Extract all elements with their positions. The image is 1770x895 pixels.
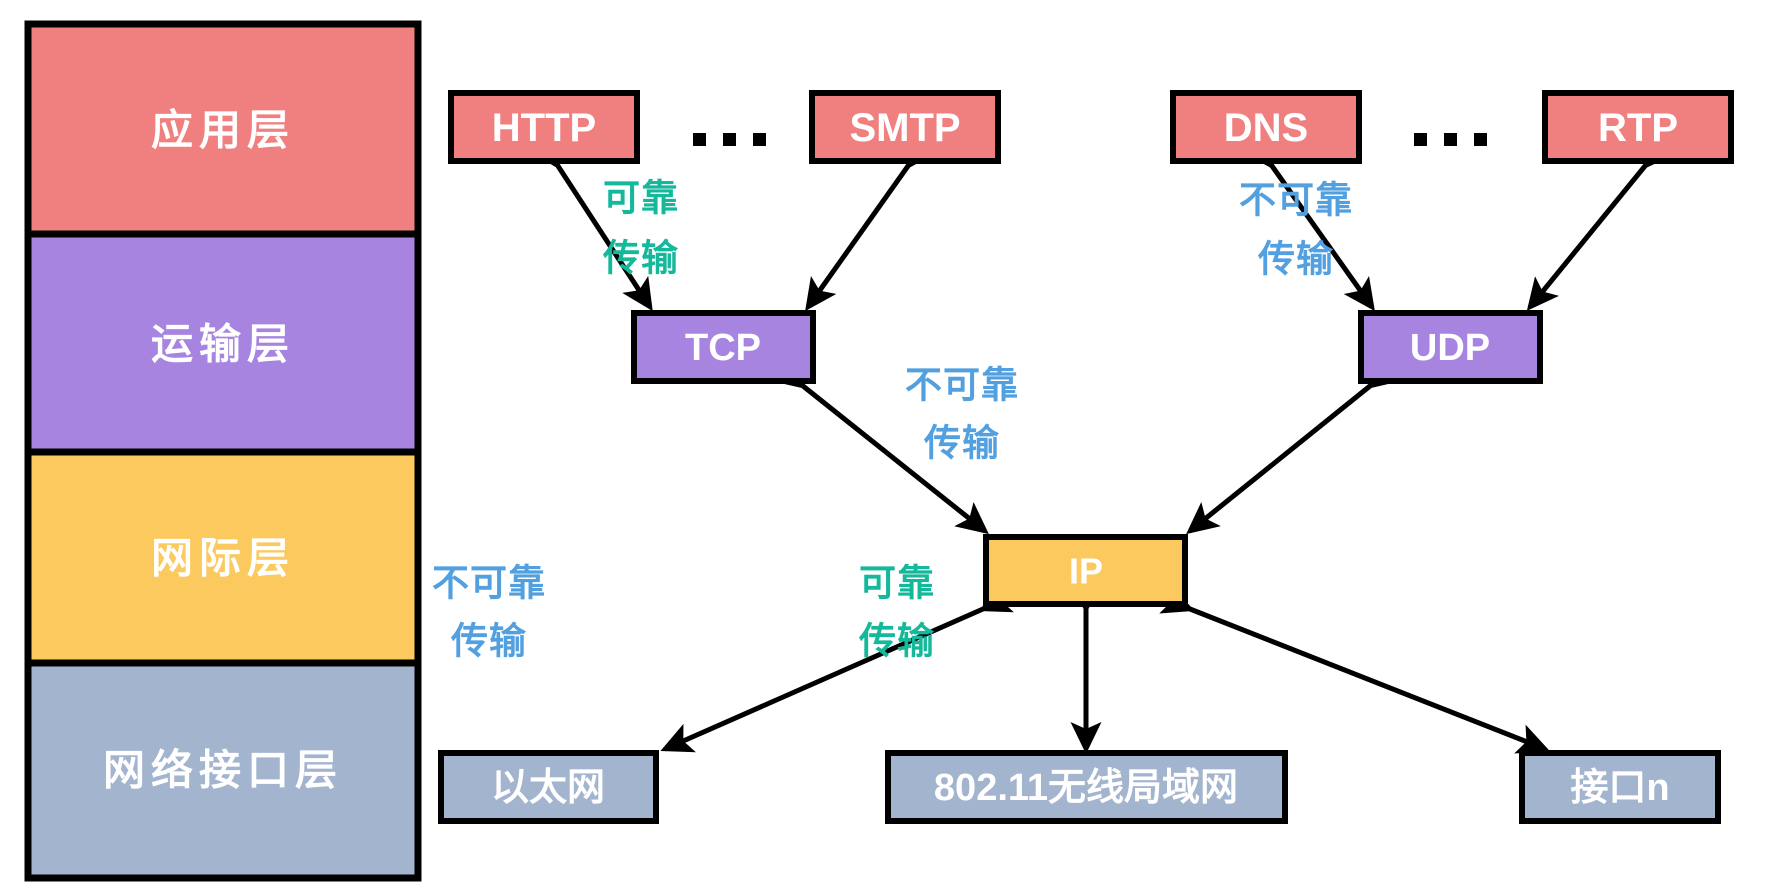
protocol-box-dns[interactable]: DNS — [1170, 90, 1362, 164]
annotation-reliable-wlan-line2: 传输 — [858, 621, 935, 662]
protocol-box-ip-rect — [983, 534, 1188, 607]
protocol-box-tcp-rect — [631, 310, 816, 384]
protocol-box-smtp-rect — [809, 90, 1001, 164]
annotation-unreliable-ethernet-line2: 传输 — [450, 621, 527, 662]
annotation-unreliable-ip-line2: 传输 — [923, 423, 1000, 464]
annotation-reliable-wlan: 可靠 传输 — [858, 563, 935, 662]
layer-label-transport: 运输层 — [151, 321, 295, 368]
protocol-box-tcp[interactable]: TCP — [631, 310, 816, 384]
link-udp-ip — [1186, 356, 1401, 535]
annotation-unreliable-ethernet-line1: 不可靠 — [432, 563, 546, 604]
annotation-unreliable-udp-line2: 传输 — [1257, 239, 1334, 280]
annotation-unreliable-udp-line1: 不可靠 — [1239, 180, 1353, 221]
link-http-tcp — [530, 134, 653, 312]
link-rtp-udp — [1526, 135, 1675, 311]
link-smtp-tcp — [805, 135, 937, 312]
layer-label-application: 应用层 — [151, 107, 295, 154]
interface-box-ethernet[interactable]: 以太网 — [438, 750, 659, 824]
interface-label-wlan: 802.11无线局域网 — [934, 767, 1238, 809]
ellipsis-dot-2 — [723, 133, 736, 146]
annotation-unreliable-ethernet: 不可靠 传输 — [432, 563, 546, 662]
layer-item-application[interactable]: 应用层 — [24, 20, 422, 238]
layer-rect-application — [24, 20, 422, 238]
layer-label-network-interface: 网络接口层 — [103, 747, 343, 794]
protocol-label-ip: IP — [1069, 551, 1103, 592]
protocol-box-http[interactable]: HTTP — [448, 90, 640, 164]
protocol-box-dns-rect — [1170, 90, 1362, 164]
layer-item-transport[interactable]: 运输层 — [24, 230, 422, 456]
protocol-label-dns: DNS — [1224, 106, 1308, 150]
ellipsis-dot-1 — [693, 133, 706, 146]
interface-box-n[interactable]: 接口n — [1519, 750, 1721, 824]
annotation-reliable-tcp-line1: 可靠 — [603, 178, 679, 219]
ellipsis-dot-6 — [1474, 133, 1487, 146]
layer-item-network-interface[interactable]: 网络接口层 — [24, 659, 422, 882]
interface-box-wlan[interactable]: 802.11无线局域网 — [885, 750, 1288, 824]
application-protocol-boxes: HTTP SMTP DNS RTP — [448, 90, 1734, 164]
annotation-unreliable-udp: 不可靠 传输 — [1239, 180, 1353, 280]
interface-label-ethernet: 以太网 — [491, 767, 605, 809]
protocol-box-rtp[interactable]: RTP — [1542, 90, 1734, 164]
annotation-reliable-tcp-line2: 传输 — [602, 238, 679, 279]
link-ip-interface-n — [1159, 584, 1550, 754]
annotation-reliable-tcp: 可靠 传输 — [602, 178, 679, 279]
ellipsis-dot-4 — [1414, 133, 1427, 146]
interface-box-ethernet-rect — [438, 750, 659, 824]
ellipsis-http-smtp — [693, 133, 766, 146]
protocol-box-rtp-rect — [1542, 90, 1734, 164]
protocol-label-tcp: TCP — [685, 327, 761, 369]
annotation-unreliable-ip: 不可靠 传输 — [905, 365, 1019, 464]
ellipsis-dns-rtp — [1414, 133, 1487, 146]
link-tcp-ip — [772, 357, 989, 535]
layer-stack: 应用层 运输层 网际层 网络接口层 — [24, 20, 422, 882]
ellipsis-dot-5 — [1444, 133, 1457, 146]
ellipsis-dot-3 — [753, 133, 766, 146]
annotation-reliable-wlan-line1: 可靠 — [859, 563, 935, 604]
layer-item-internet[interactable]: 网际层 — [24, 448, 422, 667]
protocol-label-udp: UDP — [1410, 327, 1490, 369]
protocol-box-ip[interactable]: IP — [983, 534, 1188, 607]
layer-label-internet: 网际层 — [151, 535, 295, 582]
protocol-label-smtp: SMTP — [849, 106, 960, 150]
protocol-box-smtp[interactable]: SMTP — [809, 90, 1001, 164]
interface-label-n: 接口n — [1570, 767, 1669, 809]
transport-protocol-boxes: TCP UDP — [631, 310, 1543, 384]
interface-box-n-rect — [1519, 750, 1721, 824]
interface-box-wlan-rect — [885, 750, 1288, 824]
connection-lines — [530, 134, 1675, 754]
annotation-unreliable-ip-line1: 不可靠 — [905, 365, 1019, 406]
protocol-box-http-rect — [448, 90, 640, 164]
protocol-label-http: HTTP — [492, 106, 596, 150]
protocol-box-udp-rect — [1358, 310, 1543, 384]
link-dns-udp — [1243, 135, 1375, 312]
layer-rect-transport — [24, 230, 422, 456]
protocol-label-rtp: RTP — [1598, 106, 1678, 150]
protocol-box-udp[interactable]: UDP — [1358, 310, 1543, 384]
link-ip-ethernet — [660, 583, 1014, 753]
layer-rect-network-interface — [24, 659, 422, 882]
network-interface-boxes: 以太网 802.11无线局域网 接口n — [438, 750, 1721, 824]
